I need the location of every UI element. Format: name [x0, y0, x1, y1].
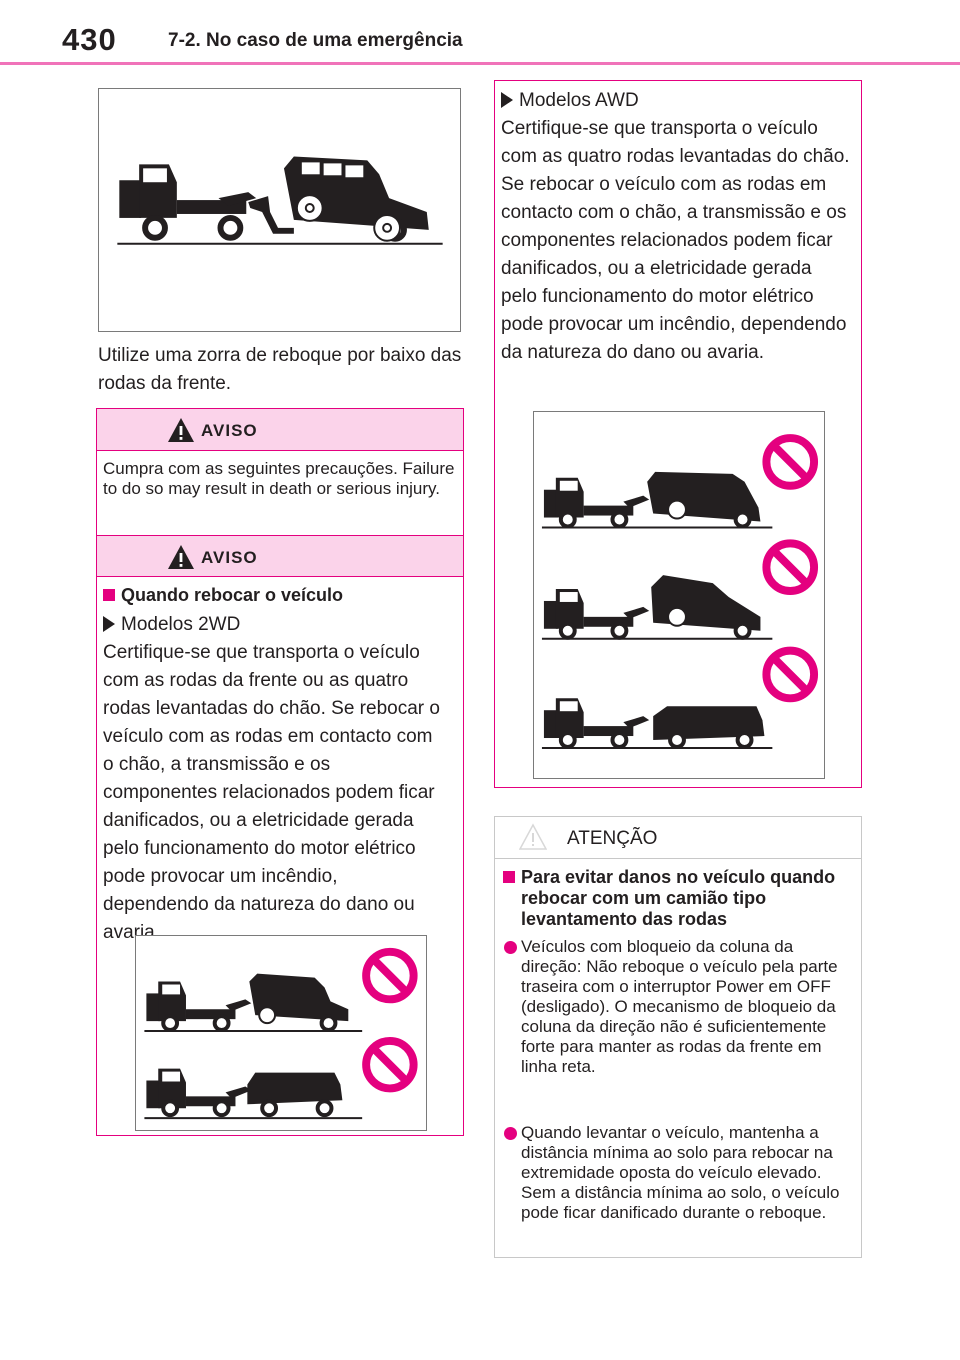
warning-title-2: AVISO — [201, 548, 258, 567]
tow-figure-prohibited-2wd — [135, 935, 427, 1131]
section-title: 7-2. No caso de uma emergência — [168, 30, 463, 51]
prohibited-tow-figure — [144, 947, 418, 1120]
page-header: 430 7-2. No caso de uma emergência — [0, 0, 960, 65]
bullet-dot-icon — [504, 1127, 517, 1140]
warning-triangle-icon — [168, 418, 194, 442]
warning-header-2: AVISO — [97, 535, 463, 577]
attention-subheading: Para evitar danos no veículo quando rebo… — [521, 867, 836, 929]
arrow-bullet-icon — [103, 616, 115, 632]
warning-title-1: AVISO — [201, 421, 258, 440]
figure-caption: Utilize uma zorra de reboque por baixo d… — [98, 345, 462, 394]
tow-truck-icon — [117, 156, 443, 245]
tow-figure-prohibited-awd — [533, 411, 825, 779]
model-2wd-text: Modelos 2WD — [121, 614, 241, 635]
awd-box: Modelos AWD Certifique-se que transporta… — [494, 80, 862, 788]
attention-item-2: Quando levantar o veículo, mantenha a di… — [521, 1123, 840, 1222]
model-awd-text: Modelos AWD — [519, 90, 639, 111]
square-bullet-icon — [103, 589, 115, 601]
attention-item-1: Veículos com bloqueio da coluna da direç… — [521, 937, 838, 1076]
square-bullet-icon — [503, 871, 515, 883]
prohibition-icon — [762, 434, 819, 703]
prohibition-icon — [362, 947, 418, 1093]
warning-triangle-icon — [519, 823, 547, 850]
arrow-bullet-icon — [501, 92, 513, 108]
subheading-towing: Quando rebocar o veículo — [103, 585, 455, 606]
bullet-dot-icon — [504, 941, 517, 954]
page-number: 430 — [62, 22, 117, 57]
awd-body: Certifique-se que transporta o veículo c… — [501, 118, 850, 363]
warning-header-1: AVISO — [97, 409, 463, 451]
header-divider — [0, 62, 960, 65]
attention-header: ATENÇÃO — [495, 817, 861, 859]
tow-figure-front-lift — [98, 88, 461, 332]
attention-box: ATENÇÃO Para evitar danos no veículo qua… — [494, 816, 862, 1258]
warning-box: AVISO Cumpra com as seguintes precauções… — [96, 408, 464, 1136]
prohibited-tow-figure-awd — [541, 434, 819, 749]
model-awd-label: Modelos AWD — [501, 87, 853, 115]
attention-title: ATENÇÃO — [567, 828, 658, 849]
model-2wd-label: Modelos 2WD — [103, 611, 455, 639]
warning-body-2wd: Certifique-se que transporta o veículo c… — [103, 642, 440, 943]
subheading-text: Quando rebocar o veículo — [121, 585, 344, 605]
warning-triangle-icon — [168, 545, 194, 569]
warning-intro-text: Cumpra com as seguintes precauções. Fail… — [103, 459, 455, 498]
